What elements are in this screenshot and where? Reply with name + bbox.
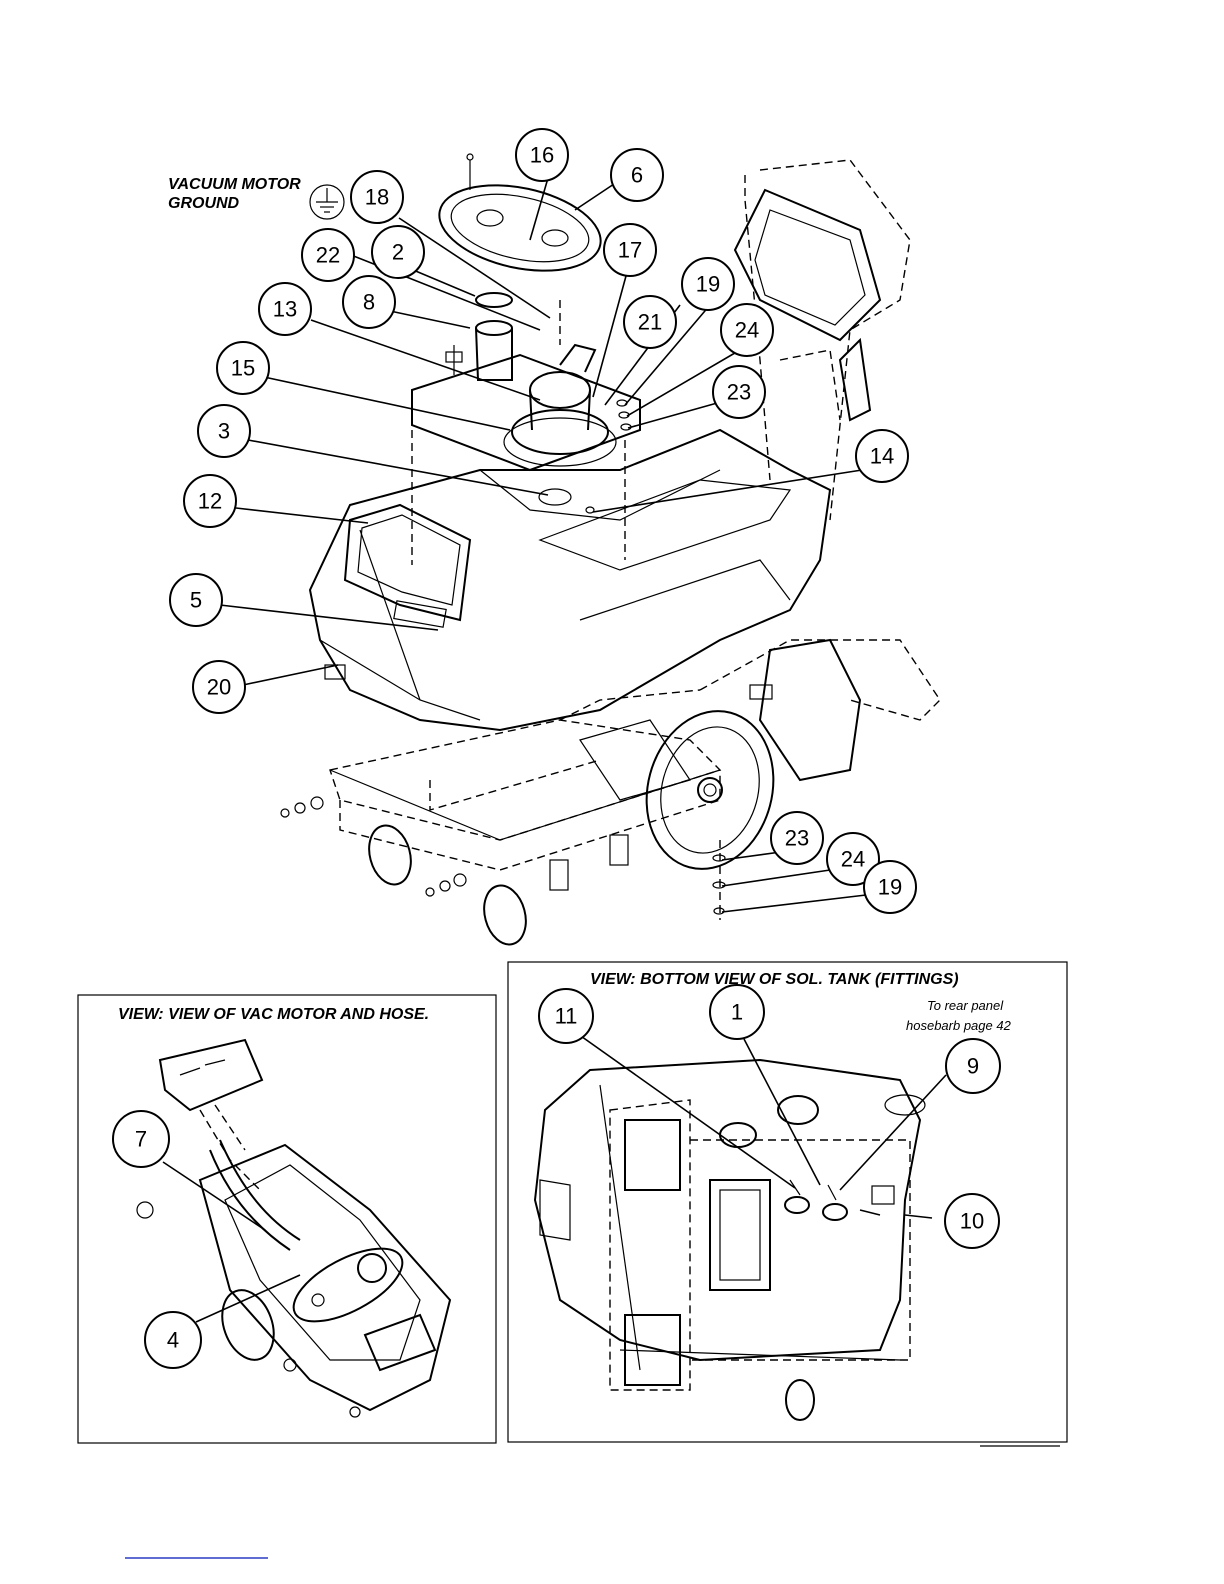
svg-text:4: 4 — [167, 1328, 179, 1353]
callout-19-bottom: 19 — [864, 861, 916, 913]
svg-text:8: 8 — [363, 290, 375, 315]
callout-21: 21 — [624, 296, 676, 348]
svg-text:3: 3 — [218, 419, 230, 444]
vacuum-motor — [412, 300, 640, 470]
rear-panel-note-line1: To rear panel — [927, 998, 1004, 1013]
callout-5: 5 — [170, 574, 222, 626]
tank-lid — [431, 154, 608, 284]
svg-text:17: 17 — [618, 238, 642, 263]
svg-text:14: 14 — [870, 444, 894, 469]
svg-text:15: 15 — [231, 356, 255, 381]
callout-14: 14 — [856, 430, 908, 482]
svg-text:13: 13 — [273, 297, 297, 322]
callout-23-top: 23 — [713, 366, 765, 418]
callout-7: 7 — [113, 1111, 169, 1167]
callout-10: 10 — [945, 1194, 999, 1248]
svg-text:11: 11 — [555, 1004, 578, 1029]
callout-17: 17 — [604, 224, 656, 276]
callout-3: 3 — [198, 405, 250, 457]
svg-text:23: 23 — [727, 380, 751, 405]
sol-tank-view-panel: VIEW: BOTTOM VIEW OF SOL. TANK (FITTINGS… — [508, 962, 1067, 1442]
callout-13: 13 — [259, 283, 311, 335]
svg-text:2: 2 — [392, 240, 404, 265]
callout-15: 15 — [217, 342, 269, 394]
callout-4: 4 — [145, 1312, 201, 1368]
callout-23-bottom: 23 — [771, 812, 823, 864]
callout-16: 16 — [516, 129, 568, 181]
main-assembly-drawing — [281, 154, 940, 949]
svg-text:9: 9 — [967, 1054, 979, 1079]
ground-label-line2: GROUND — [168, 195, 240, 212]
svg-text:19: 19 — [696, 272, 720, 297]
sol-tank-view-title: VIEW: BOTTOM VIEW OF SOL. TANK (FITTINGS… — [590, 971, 959, 988]
vac-motor-view-panel: VIEW: VIEW OF VAC MOTOR AND HOSE. 7 4 — [78, 995, 496, 1443]
vac-motor-view-title: VIEW: VIEW OF VAC MOTOR AND HOSE. — [118, 1006, 429, 1023]
callout-22: 22 — [302, 229, 354, 281]
front-casters — [363, 821, 628, 949]
callout-8: 8 — [343, 276, 395, 328]
svg-text:24: 24 — [841, 847, 865, 872]
svg-text:6: 6 — [631, 163, 643, 188]
svg-text:1: 1 — [731, 1000, 743, 1025]
callout-12: 12 — [184, 475, 236, 527]
svg-text:18: 18 — [365, 185, 389, 210]
svg-text:24: 24 — [735, 318, 759, 343]
svg-text:20: 20 — [207, 675, 231, 700]
callout-24-top: 24 — [721, 304, 773, 356]
callout-9: 9 — [946, 1039, 1000, 1093]
svg-text:21: 21 — [638, 310, 662, 335]
svg-text:5: 5 — [190, 588, 202, 613]
callout-6: 6 — [611, 149, 663, 201]
ground-label-line1: VACUUM MOTOR — [168, 176, 301, 193]
svg-text:7: 7 — [135, 1127, 147, 1152]
svg-text:22: 22 — [316, 243, 340, 268]
callout-20: 20 — [193, 661, 245, 713]
callout-19-top: 19 — [682, 258, 734, 310]
svg-text:23: 23 — [785, 826, 809, 851]
callout-1: 1 — [710, 985, 764, 1039]
ground-symbol-icon — [310, 185, 344, 219]
svg-text:12: 12 — [198, 489, 222, 514]
svg-text:10: 10 — [960, 1209, 984, 1234]
leader-lines-main — [220, 178, 866, 912]
svg-text:19: 19 — [878, 875, 902, 900]
rear-panel-note-line2: hosebarb page 42 — [906, 1018, 1012, 1033]
svg-text:16: 16 — [530, 143, 554, 168]
callout-2: 2 — [372, 226, 424, 278]
callout-11: 11 — [539, 989, 593, 1043]
callout-18: 18 — [351, 171, 403, 223]
